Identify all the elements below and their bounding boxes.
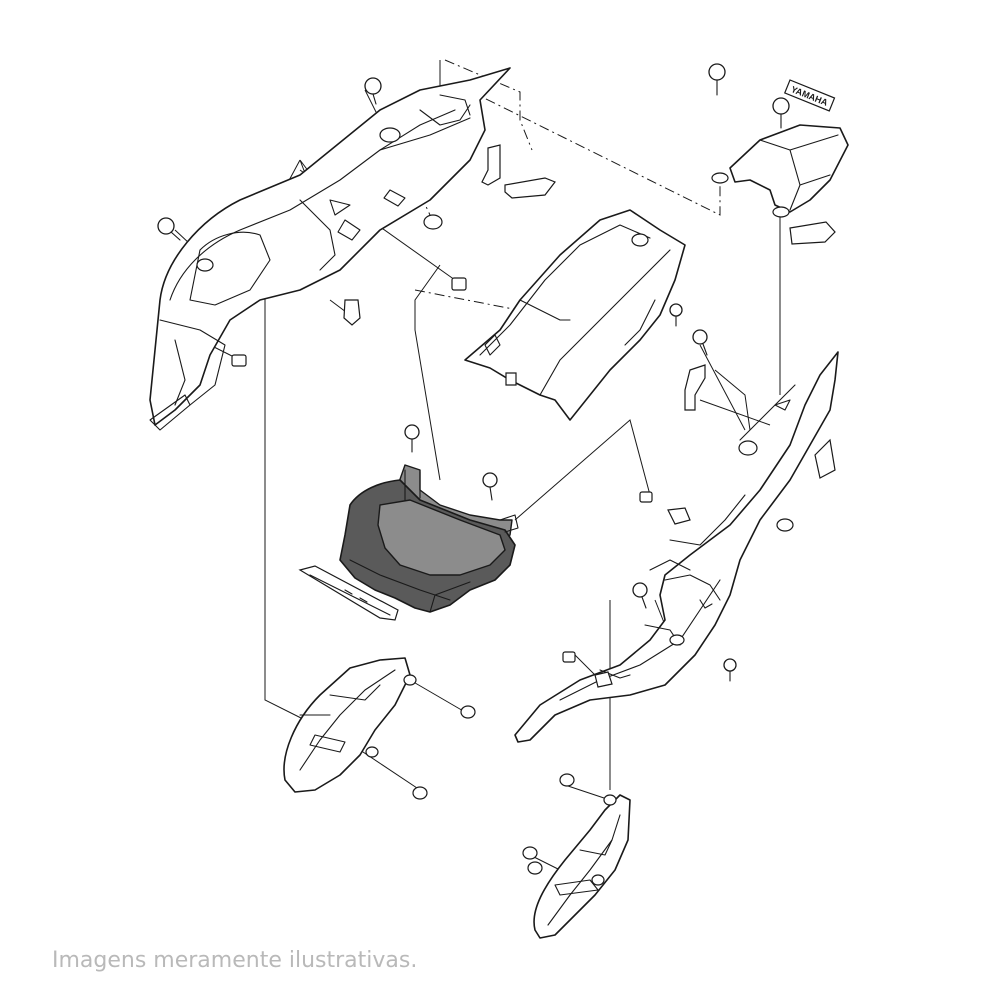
lower-side-cover-right	[522, 773, 631, 939]
fasteners-upper-left	[196, 127, 556, 367]
grommet	[423, 214, 443, 230]
bolt	[364, 77, 382, 105]
tail-cover-upper-right: YAMAHA	[711, 79, 849, 245]
rubber-damper	[684, 364, 706, 411]
washer	[527, 861, 543, 875]
trim-strip	[298, 565, 399, 621]
leader-lines	[174, 59, 781, 871]
bolt	[632, 582, 648, 609]
washer	[460, 705, 476, 719]
bolt	[723, 658, 737, 682]
highlighted-rear-cowl-part	[339, 464, 519, 613]
push-rivet	[343, 299, 361, 326]
washer	[522, 846, 538, 860]
clip-nut	[231, 354, 247, 367]
bolt	[772, 97, 790, 129]
bolt	[669, 303, 683, 327]
clip-nut	[451, 277, 467, 291]
yamaha-logo: YAMAHA	[783, 79, 836, 112]
bolt	[482, 472, 498, 501]
rubber-pad	[504, 177, 556, 199]
lower-side-cover-left	[283, 657, 476, 800]
bolt	[692, 329, 708, 356]
disclaimer-caption: Imagens meramente ilustrativas.	[52, 948, 418, 973]
rubber-pad	[789, 221, 836, 245]
rear-side-cowl-right	[514, 351, 839, 743]
rear-side-cowl-left	[149, 67, 511, 431]
bolt	[708, 63, 726, 96]
bolt	[404, 424, 420, 453]
grommet	[379, 127, 401, 143]
grommet	[196, 258, 214, 272]
rubber-damper	[814, 438, 836, 479]
washer	[412, 786, 428, 800]
bolt	[157, 217, 181, 241]
washer	[559, 773, 575, 787]
center-under-cover	[464, 209, 686, 421]
bolts	[157, 63, 790, 682]
rubber-damper	[481, 144, 501, 186]
